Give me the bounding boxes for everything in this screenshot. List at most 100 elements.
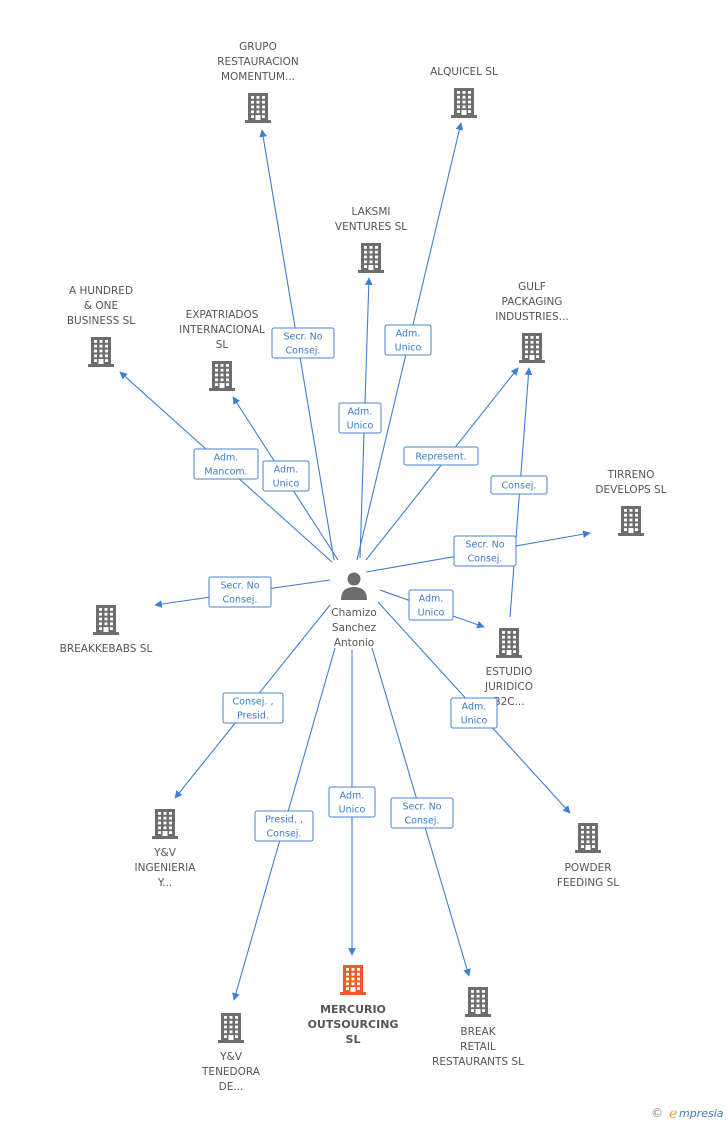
company-name-mercurio-line: SL: [346, 1033, 361, 1046]
company-name-gulf-line: GULF: [518, 281, 546, 293]
company-building-icon-breakkebabs[interactable]: [93, 605, 119, 635]
company-name-expatriados-line: INTERNACIONAL: [179, 324, 265, 336]
relation-label-box: [222, 692, 284, 724]
relation-label-box: [390, 797, 454, 829]
company-building-icon-break-retail[interactable]: [465, 987, 491, 1017]
relation-label[interactable]: Consej.: [490, 475, 548, 495]
company-name-expatriados-line: SL: [216, 339, 229, 351]
company-building-icon-grupo[interactable]: [245, 93, 271, 123]
company-name-hundred-line: & ONE: [84, 300, 118, 312]
relation-label-line: Unico: [347, 421, 374, 432]
company-name-breakkebabs: BREAKKEBABS SL: [60, 643, 153, 655]
relation-label[interactable]: Adm.Unico: [450, 697, 498, 729]
relation-label[interactable]: Adm.Unico: [384, 324, 432, 356]
relation-label-line: Consej.: [267, 829, 302, 840]
company-building-icon-yv-ten[interactable]: [218, 1013, 244, 1043]
relation-label[interactable]: Adm.Unico: [328, 786, 376, 818]
company-name-yv-ing-line: Y...: [157, 877, 172, 889]
relation-label[interactable]: Adm. Unico: [338, 402, 382, 434]
company-name-yv-ten-line: Y&V: [219, 1051, 243, 1063]
relation-label-text: Adm.Unico: [395, 329, 422, 354]
company-name-yv-ten-line: DE...: [219, 1081, 244, 1093]
relation-label-line: Adm.: [274, 465, 299, 476]
brand-name: mpresia: [679, 1107, 724, 1120]
relation-label[interactable]: Represent.: [403, 446, 479, 466]
company-name-tirreno-line: TIRRENO: [607, 469, 655, 481]
relation-label-text: Presid. ,Consej.: [265, 815, 303, 840]
relation-label-line: Adm.: [348, 407, 373, 418]
company-building-icon-hundred[interactable]: [88, 337, 114, 367]
company-name-hundred-line: BUSINESS SL: [67, 315, 135, 327]
relation-label[interactable]: Consej. , Presid.: [222, 692, 284, 724]
company-building-icon-laksmi[interactable]: [358, 243, 384, 273]
relation-label-line: Presid.: [237, 711, 269, 722]
relation-label-line: Adm.: [214, 453, 239, 464]
brand-initial: e: [669, 1106, 677, 1122]
company-name-break-retail-line: RETAIL: [460, 1041, 496, 1053]
empresia-logo: © e mpresia: [651, 1106, 724, 1122]
company-name-yv-ing-line: Y&V: [153, 847, 177, 859]
relation-label-line: Mancom.: [204, 467, 247, 478]
company-name-estudio-line: ESTUDIO: [486, 666, 533, 678]
relation-label-text: Consej. , Presid.: [233, 697, 274, 722]
company-building-icon-estudio[interactable]: [496, 628, 522, 658]
company-building-icon-gulf[interactable]: [519, 333, 545, 363]
relation-label-line: Consej.: [286, 346, 321, 357]
relation-label-line: Adm.: [396, 329, 421, 340]
person-name-line: Sanchez: [332, 622, 377, 634]
relation-label-line: Adm.: [419, 594, 444, 605]
relation-label-line: Unico: [461, 716, 488, 727]
company-name-break-retail-line: RESTAURANTS SL: [432, 1056, 524, 1068]
relation-label[interactable]: Presid. ,Consej.: [254, 810, 314, 842]
person-icon[interactable]: [341, 572, 367, 601]
company-building-icon-yv-ing[interactable]: [152, 809, 178, 839]
person-name-line: Antonio: [334, 637, 374, 649]
relation-label[interactable]: Adm. Unico: [408, 589, 454, 621]
relation-label-line: Secr. No: [283, 332, 322, 343]
copyright-symbol: ©: [651, 1106, 663, 1120]
company-name-gulf-line: PACKAGING: [502, 296, 563, 308]
relation-label-box: [453, 535, 517, 567]
company-name-estudio-line: B2C...: [493, 696, 524, 708]
company-building-icon-tirreno[interactable]: [618, 506, 644, 536]
company-name-gulf: GULF PACKAGING INDUSTRIES...: [495, 281, 569, 323]
relation-label[interactable]: Adm. Mancom.: [193, 448, 259, 480]
relation-label-line: Unico: [418, 608, 445, 619]
company-building-icon-alquicel[interactable]: [451, 88, 477, 118]
relation-label-text: Adm. Unico: [347, 407, 374, 432]
relation-label-box: [271, 327, 335, 359]
company-building-icon-powder[interactable]: [575, 823, 601, 853]
relation-label[interactable]: Adm. Unico: [262, 460, 310, 492]
company-building-icon-mercurio[interactable]: [340, 965, 366, 995]
relation-label-box: [490, 475, 548, 495]
relation-label-text: Secr. No Consej.: [283, 332, 322, 357]
relation-label-line: Consej. ,: [233, 697, 274, 708]
relation-label-line: Secr. No: [402, 802, 441, 813]
company-name-laksmi-line: LAKSMI: [352, 206, 391, 218]
company-building-icon-expatriados[interactable]: [209, 361, 235, 391]
relation-label-line: Unico: [273, 479, 300, 490]
relation-label-text: Adm.Unico: [461, 702, 488, 727]
company-name-gulf-line: INDUSTRIES...: [495, 311, 569, 323]
relation-label-box: [208, 576, 272, 608]
company-name-grupo-line: GRUPO: [239, 41, 277, 53]
company-name-break-retail: BREAK RETAIL RESTAURANTS SL: [432, 1026, 524, 1068]
company-name-alquicel: ALQUICEL SL: [430, 66, 498, 78]
relation-label-box: [338, 402, 382, 434]
relation-label[interactable]: Secr. No Consej.: [271, 327, 335, 359]
company-name-break-retail-line: BREAK: [460, 1026, 496, 1038]
relation-label-line: Consej.: [223, 595, 258, 606]
relation-label-line: Consej.: [502, 481, 537, 492]
